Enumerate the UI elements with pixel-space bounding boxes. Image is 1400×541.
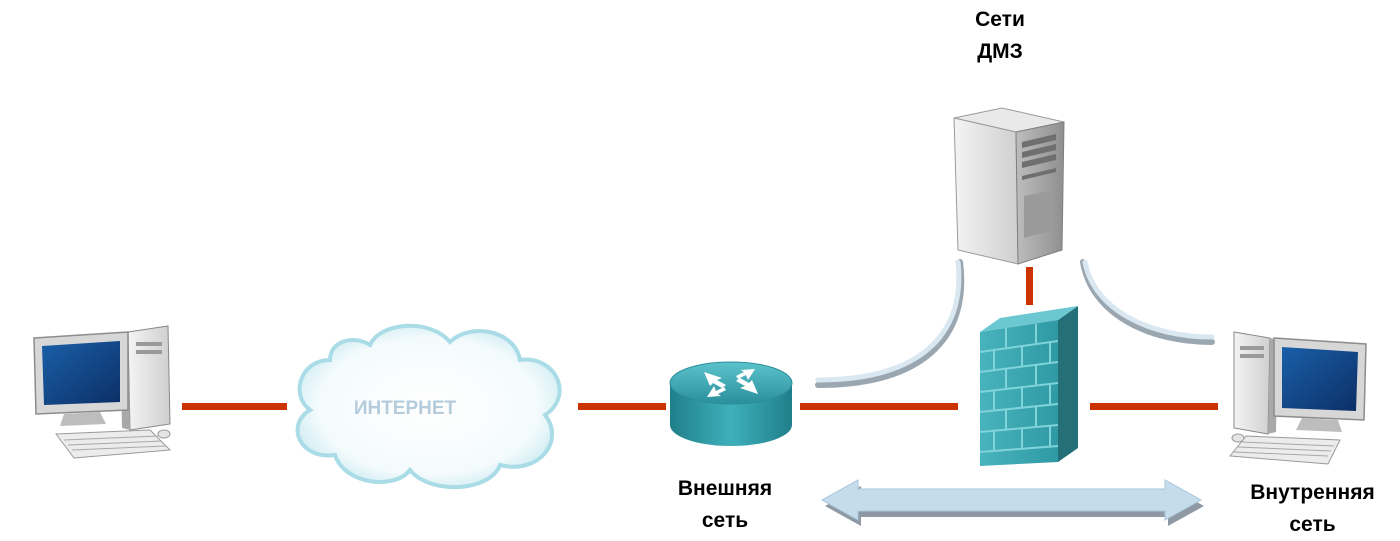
dmz-network-label: Сети ДМЗ (930, 4, 1070, 68)
dmz-label-line2: ДМЗ (977, 40, 1023, 63)
link-cloud-router (578, 403, 666, 410)
link-router-firewall (800, 403, 958, 410)
external-network-label: Внешняя сеть (650, 473, 800, 537)
external-label-line1: Внешняя (677, 477, 773, 500)
cloud-label: ИНТЕРНЕТ (354, 398, 457, 419)
pc-icon (33, 325, 172, 459)
server-icon (953, 107, 1065, 265)
arc-right (1080, 259, 1215, 345)
firewall-icon (979, 306, 1078, 466)
link-firewall-pc (1090, 403, 1218, 410)
link-server-firewall (1026, 267, 1033, 305)
arc-left (815, 259, 965, 388)
dmz-label-line1: Сети (975, 8, 1025, 31)
cloud-icon (295, 323, 562, 490)
router-icon (669, 361, 793, 446)
pc-icon-internal (1229, 331, 1367, 465)
internal-label-line2: сеть (1289, 513, 1336, 536)
external-label-line2: сеть (701, 509, 749, 532)
internal-network-label: Внутренняя сеть (1225, 477, 1400, 541)
link-pc-cloud (182, 403, 287, 410)
internal-label-line1: Внутренняя (1250, 481, 1375, 504)
bidirectional-arrow (820, 479, 1204, 526)
